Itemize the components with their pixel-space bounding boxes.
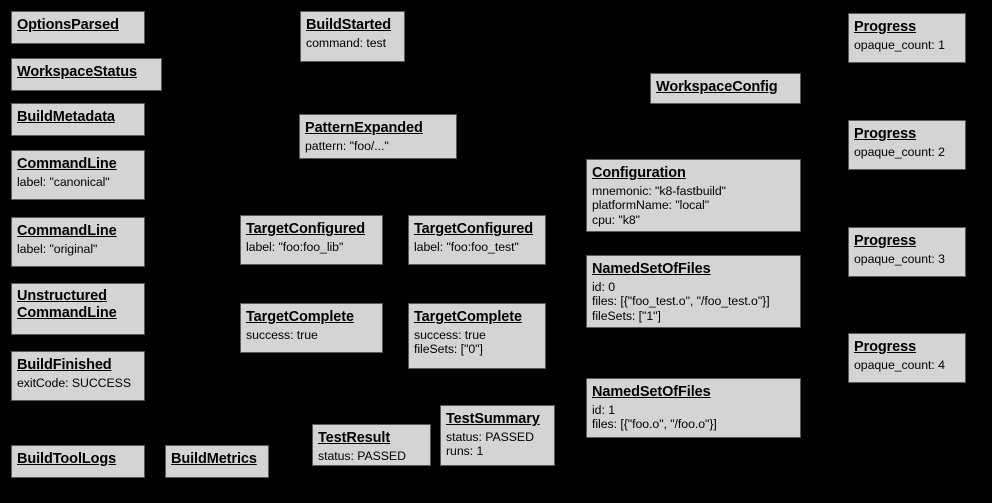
node-title: CommandLine [17,223,117,239]
node-test-result[interactable]: TestResult status: PASSED [312,424,431,466]
node-field: pattern: "foo/..." [305,138,389,153]
node-workspace-status[interactable]: WorkspaceStatus [11,58,162,91]
node-title: TestSummary [446,411,540,427]
node-fields: pattern: "foo/..." [305,139,451,154]
node-fields: label: "foo:foo_lib" [246,240,377,255]
node-target-configured-foo-test[interactable]: TargetConfigured label: "foo:foo_test" [408,215,546,265]
node-fields: opaque_count: 3 [854,252,960,267]
node-title: NamedSetOfFiles [592,384,711,400]
node-field: label: "foo:foo_test" [414,239,519,254]
node-field: mnemonic: "k8-fastbuild" [592,183,726,198]
node-field: status: PASSED [318,448,406,463]
node-title: WorkspaceConfig [656,79,778,95]
node-field: status: PASSED [446,429,534,444]
node-title: TargetConfigured [414,221,533,237]
node-build-metrics[interactable]: BuildMetrics [165,445,269,478]
node-field: fileSets: ["0"] [414,342,483,357]
node-title: TargetConfigured [246,221,365,237]
node-configuration[interactable]: Configuration mnemonic: "k8-fastbuild"pla… [586,159,801,232]
node-progress-3[interactable]: Progress opaque_count: 3 [848,227,966,277]
node-title: OptionsParsed [17,17,119,33]
node-field: opaque_count: 4 [854,357,945,372]
node-title: PatternExpanded [305,120,423,136]
node-command-line-canonical[interactable]: CommandLine label: "canonical" [11,150,145,200]
node-field: opaque_count: 1 [854,37,945,52]
node-fields: label: "canonical" [17,175,139,190]
node-field: label: "original" [17,241,98,256]
node-fields: label: "original" [17,242,139,257]
node-fields: opaque_count: 2 [854,145,960,160]
node-title: WorkspaceStatus [17,64,137,80]
node-title: Progress [854,19,917,35]
node-build-metadata[interactable]: BuildMetadata [11,103,145,136]
node-fields: opaque_count: 1 [854,38,960,53]
node-field: fileSets: ["1"] [592,308,661,323]
node-progress-1[interactable]: Progress opaque_count: 1 [848,13,966,63]
node-target-complete-lib[interactable]: TargetComplete success: true [240,303,383,353]
node-fields: exitCode: SUCCESS [17,376,139,391]
node-build-finished[interactable]: BuildFinished exitCode: SUCCESS [11,351,145,401]
node-command-line-original[interactable]: CommandLine label: "original" [11,217,145,267]
node-title: BuildFinished [17,357,112,373]
node-fields: success: true [246,328,377,343]
node-title: Configuration [592,165,686,181]
node-progress-2[interactable]: Progress opaque_count: 2 [848,120,966,170]
node-title: NamedSetOfFiles [592,261,711,277]
node-progress-4[interactable]: Progress opaque_count: 4 [848,333,966,383]
node-title: TargetComplete [414,309,522,325]
node-pattern-expanded[interactable]: PatternExpanded pattern: "foo/..." [299,114,457,159]
node-target-configured-foo-lib[interactable]: TargetConfigured label: "foo:foo_lib" [240,215,383,265]
node-field: files: [{"foo.o", "/foo.o"}] [592,417,717,432]
node-title: TargetComplete [246,309,354,325]
node-field: runs: 1 [446,444,484,459]
node-fields: label: "foo:foo_test" [414,240,540,255]
node-build-tool-logs[interactable]: BuildToolLogs [11,445,145,478]
node-fields: status: PASSED [318,449,425,464]
node-workspace-config[interactable]: WorkspaceConfig [650,73,801,104]
node-title: CommandLine [17,156,117,172]
node-title: BuildStarted [306,17,392,33]
node-field: success: true [246,327,318,342]
node-title: TestResult [318,430,391,446]
node-options-parsed[interactable]: OptionsParsed [11,11,145,44]
node-fields: opaque_count: 4 [854,358,960,373]
node-title: Progress [854,233,917,249]
node-title: Progress [854,339,917,355]
node-field: opaque_count: 2 [854,144,945,159]
node-field: command: test [306,35,386,50]
node-title: Unstructured CommandLine [17,288,117,322]
node-field: label: "foo:foo_lib" [246,239,344,254]
node-field: id: 0 [592,279,615,294]
node-field: platformName: "local" [592,198,710,213]
node-field: files: [{"foo_test.o", "/foo_test.o"}] [592,294,770,309]
node-title: BuildToolLogs [17,451,117,467]
node-field: label: "canonical" [17,174,110,189]
node-field: opaque_count: 3 [854,251,945,266]
node-field: exitCode: SUCCESS [17,375,131,390]
node-field: id: 1 [592,402,615,417]
node-title: BuildMetrics [171,451,257,467]
node-fields: command: test [306,36,399,51]
node-field: cpu: "k8" [592,212,640,227]
node-fields: mnemonic: "k8-fastbuild"platformName: "l… [592,184,795,228]
node-field: success: true [414,327,486,342]
node-unstructured-command-line[interactable]: Unstructured CommandLine [11,283,145,335]
node-title: Progress [854,126,917,142]
node-title: BuildMetadata [17,109,115,125]
node-build-started[interactable]: BuildStarted command: test [300,11,405,62]
